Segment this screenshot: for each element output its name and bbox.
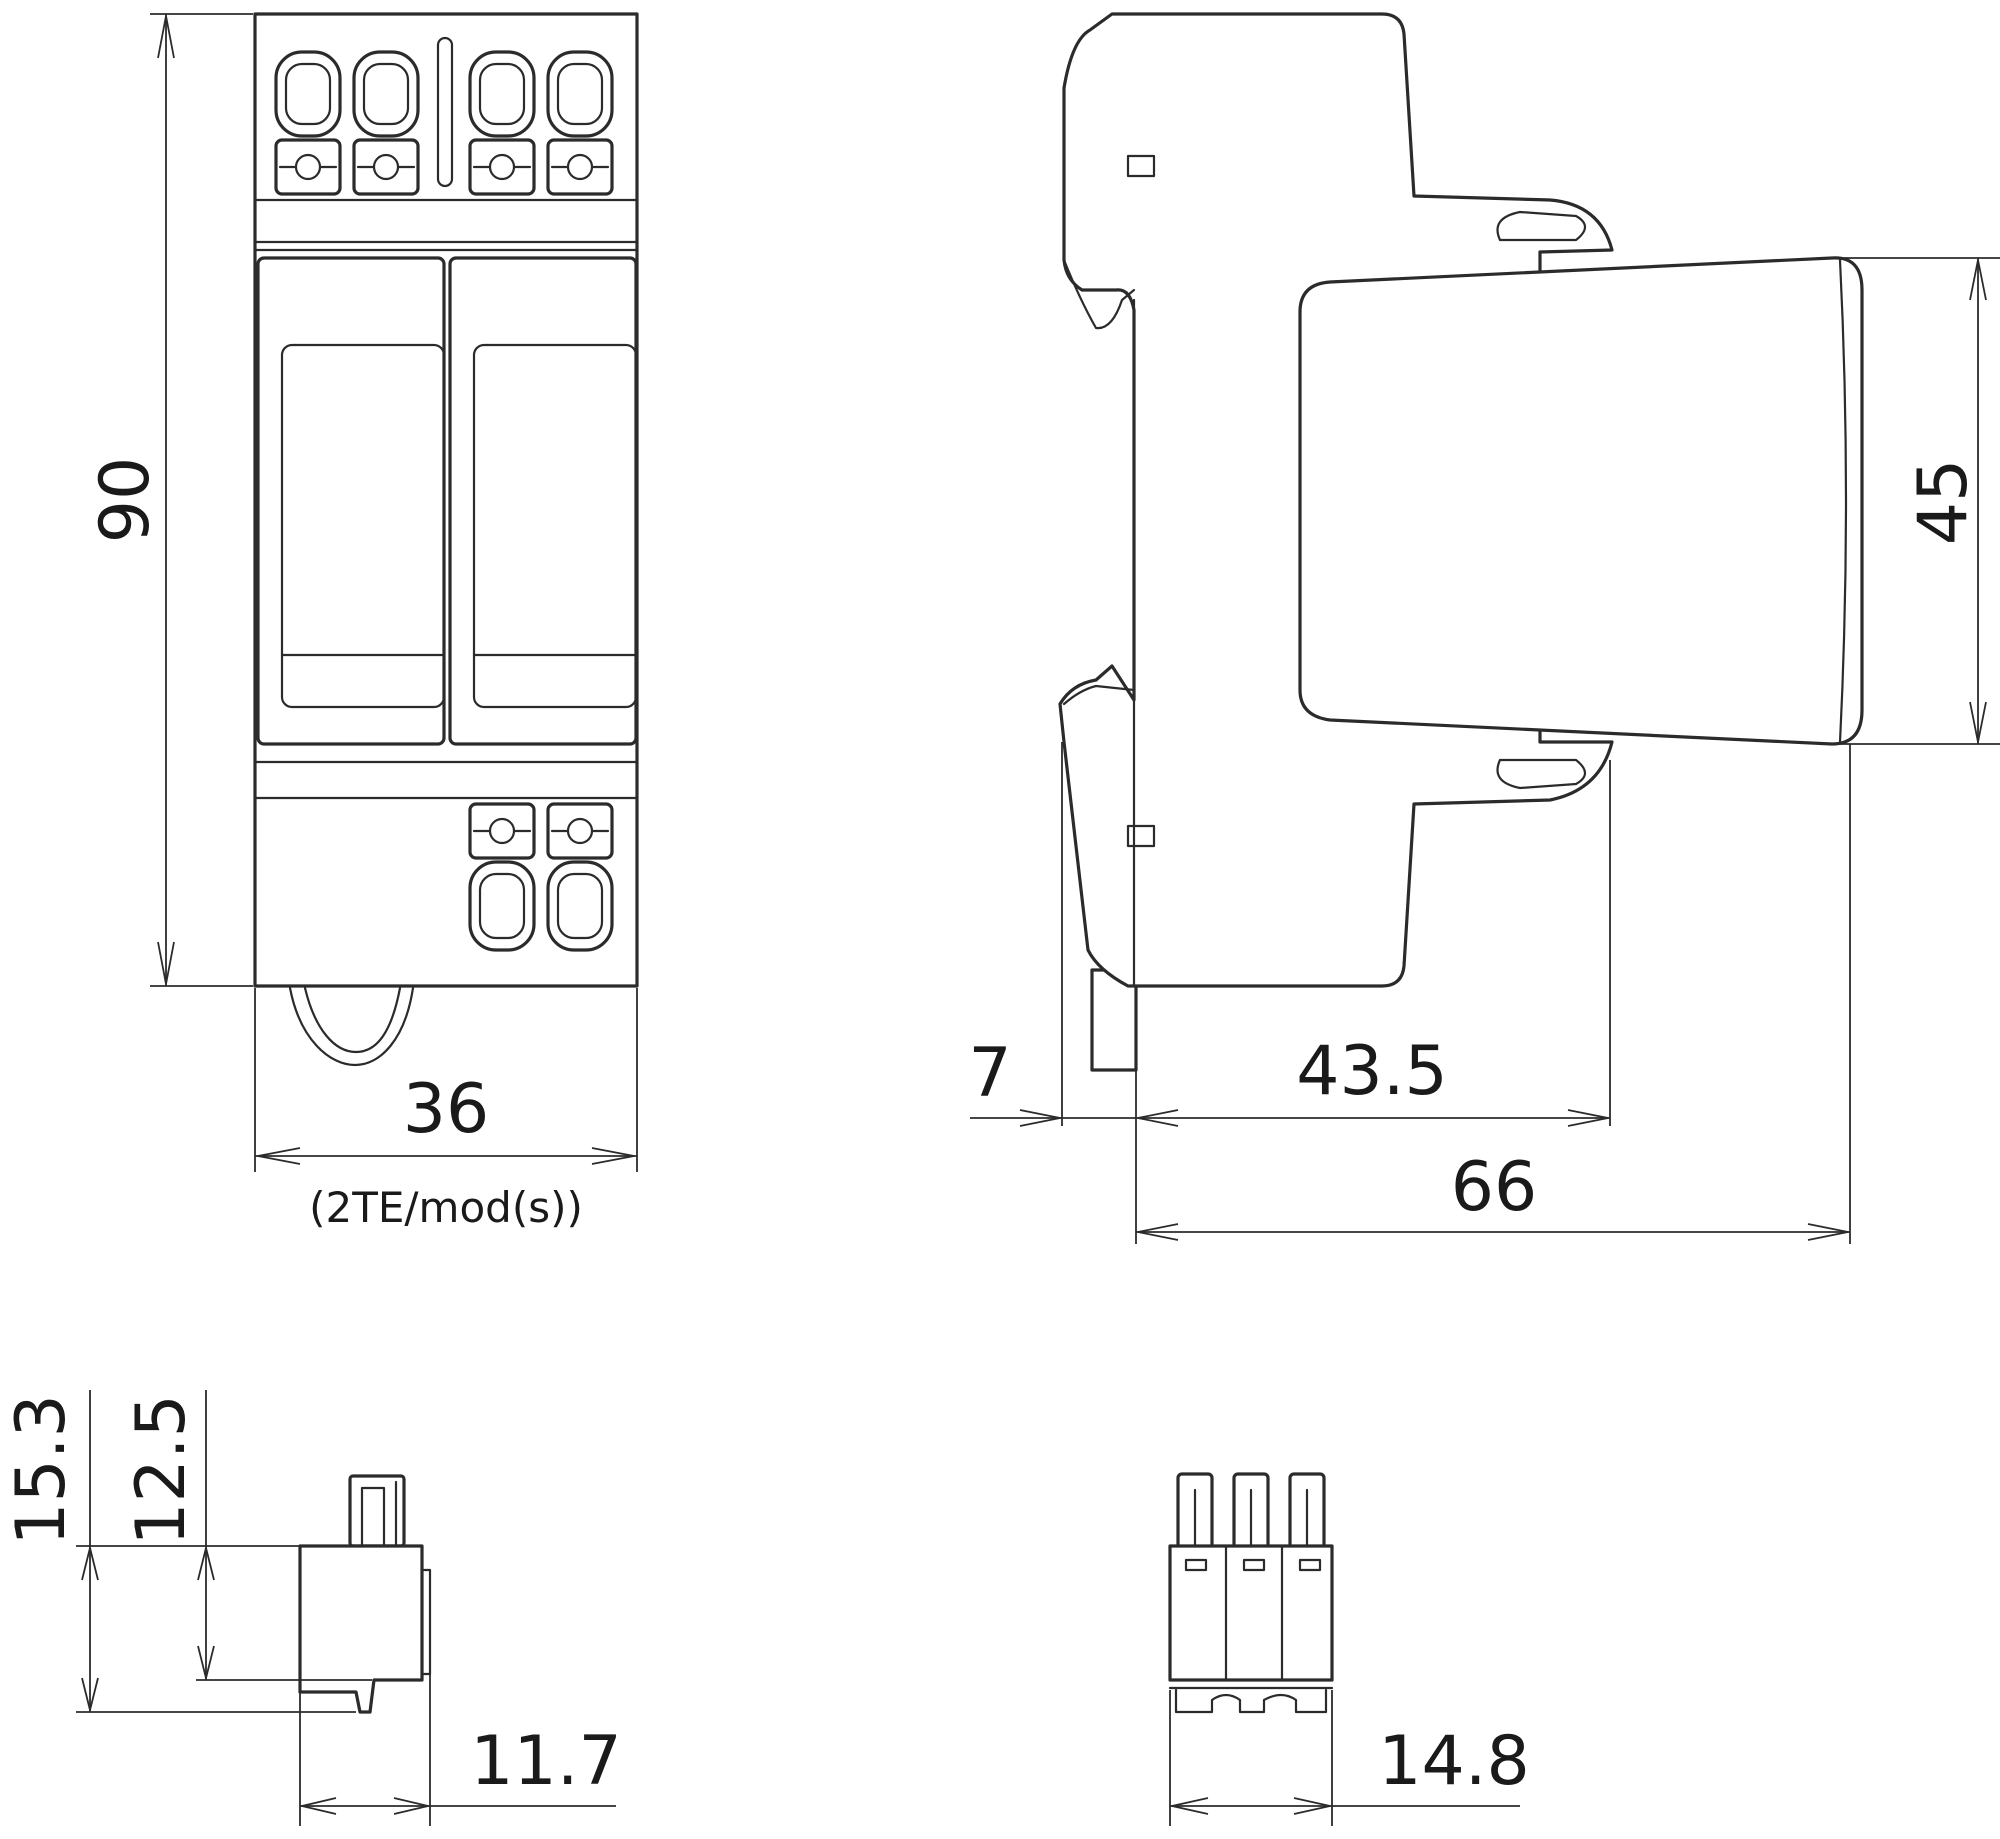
dim-plug-front-width: 14.8: [1378, 1722, 1529, 1801]
plug-side-body: [298, 1544, 424, 1714]
side-view: 45 7 43.5 66: [968, 12, 2000, 1244]
dim-front-width-note: (2TE/mod(s)): [309, 1183, 583, 1232]
top-terminals: [274, 50, 614, 196]
terminal: [274, 50, 342, 196]
dim-side-total-depth: 66: [1451, 1148, 1538, 1227]
din-clip: [288, 986, 415, 1067]
dim-front-width: 36: [403, 1070, 490, 1149]
module-left-window: [280, 343, 446, 709]
indicator-slot: [436, 36, 454, 188]
front-view: 90 36 (2TE/mod(s)): [86, 12, 639, 1232]
terminal: [546, 802, 614, 952]
dim-plug-side-width: 11.7: [470, 1722, 621, 1801]
terminal: [546, 50, 614, 196]
dim-side-depth-to-cover: 43.5: [1296, 1032, 1447, 1111]
side-cover: [1298, 256, 1864, 746]
plug-front-view: 14.8: [1168, 1472, 1530, 1826]
plug-front-body: [1168, 1544, 1334, 1682]
dim-side-rail-offset: 7: [968, 1034, 1011, 1113]
module-left: [256, 256, 446, 746]
plug-side-view: 15.3 12.5 11.7: [2, 1390, 622, 1826]
marker-top: [1126, 154, 1156, 178]
terminal: [468, 802, 536, 952]
latch-bottom: [1496, 758, 1587, 790]
terminal: [468, 50, 536, 196]
dim-side-cover-height: 45: [1904, 459, 1983, 546]
din-clip-inner: [303, 986, 402, 1054]
latch-top: [1496, 210, 1587, 242]
marker-bottom: [1126, 824, 1156, 848]
bottom-terminals: [468, 802, 614, 952]
dim-front-height: 90: [86, 457, 165, 544]
dim-plug-height-body: 12.5: [122, 1394, 201, 1545]
dim-plug-height-total: 15.3: [2, 1394, 81, 1545]
module-right-window: [472, 343, 638, 709]
terminal: [352, 50, 420, 196]
module-right: [448, 256, 638, 746]
